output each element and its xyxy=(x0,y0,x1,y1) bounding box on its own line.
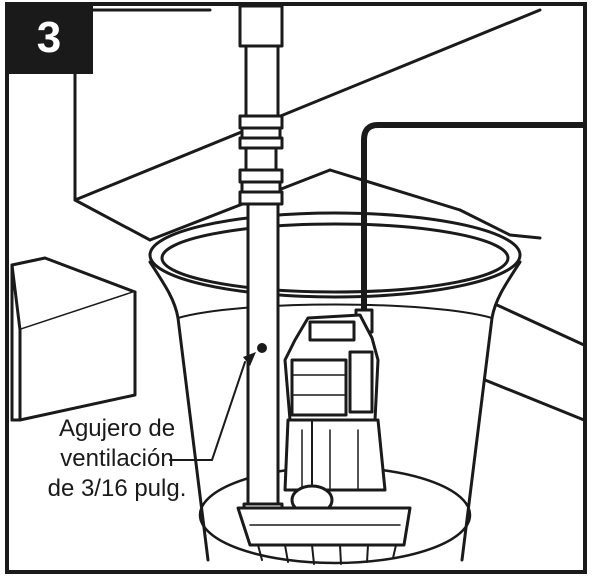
callout-arrow xyxy=(169,352,256,461)
floor-structure xyxy=(10,8,586,422)
step-badge: 3 xyxy=(5,2,93,74)
sump-basin xyxy=(148,211,522,565)
discharge-pipe xyxy=(238,4,284,526)
sump-pump xyxy=(236,313,412,565)
vent-hole-callout: Agujero de ventilación de 3/16 pulg. xyxy=(22,414,212,504)
callout-line-1: Agujero de xyxy=(58,415,176,442)
callout-line-3: de 3/16 pulg. xyxy=(47,475,187,502)
callout-line-2: ventilación xyxy=(60,445,174,472)
vent-hole-marker xyxy=(257,343,267,353)
step-number: 3 xyxy=(36,13,62,62)
figure-border xyxy=(5,2,587,574)
